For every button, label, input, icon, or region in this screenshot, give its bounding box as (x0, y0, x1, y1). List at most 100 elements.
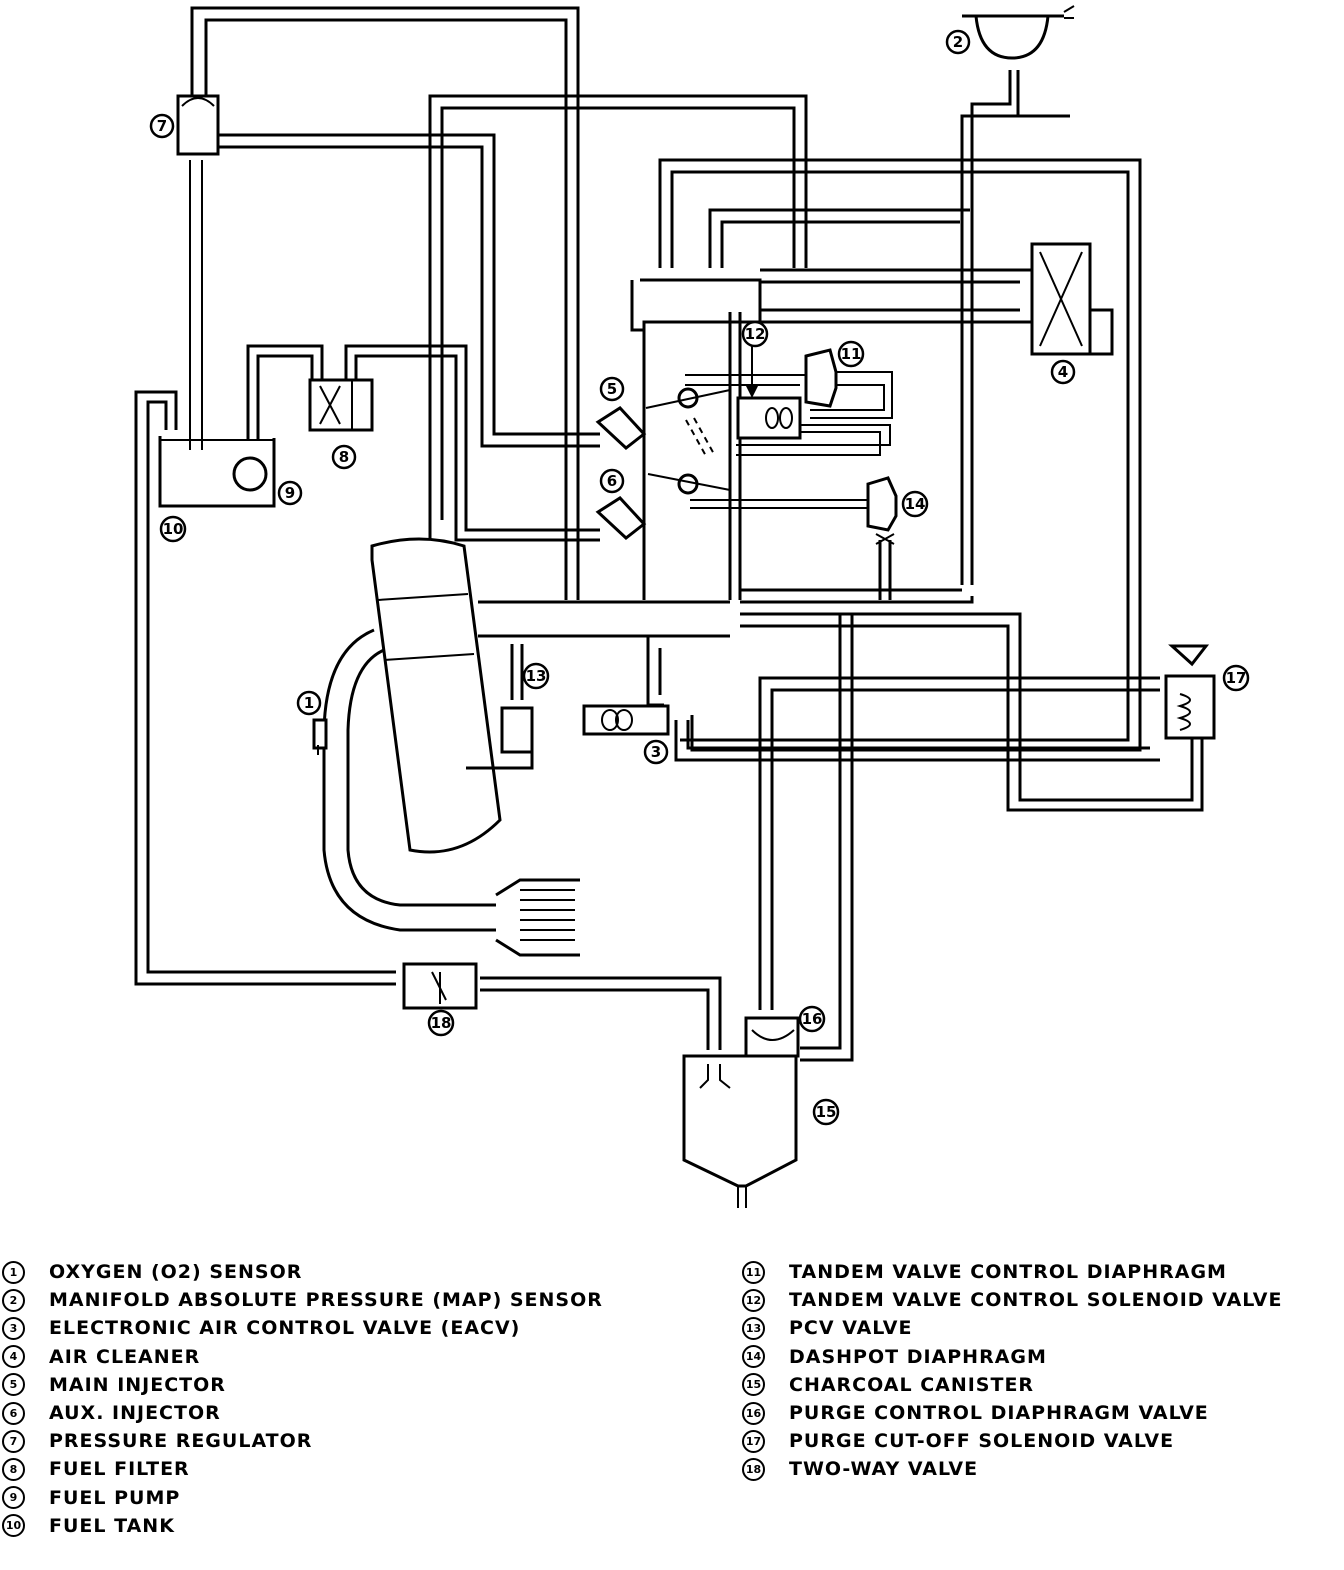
callout-label: 12 (745, 325, 766, 343)
legend-number: 13 (742, 1316, 765, 1340)
fuel-filter (308, 378, 374, 432)
legend-item: 14 DASHPOT DIAPHRAGM (742, 1343, 1342, 1371)
legend-label: FUEL PUMP (49, 1486, 181, 1509)
legend-number: 10 (2, 1514, 25, 1538)
legend-number: 18 (742, 1457, 765, 1481)
legend-item: 4 AIR CLEANER (2, 1343, 682, 1371)
callout-label: 18 (431, 1014, 452, 1032)
legend-number: 2 (2, 1288, 25, 1312)
legend-item: 12 TANDEM VALVE CONTROL SOLENOID VALVE (742, 1286, 1342, 1314)
callout-label: 17 (1226, 669, 1247, 687)
legend-item: 9 FUEL PUMP (2, 1484, 682, 1512)
callout-12: 12 (741, 320, 769, 348)
callout-1: 1 (296, 690, 322, 716)
callout-label: 2 (953, 33, 963, 51)
callout-label: 11 (841, 345, 862, 363)
legend-number: 1 (2, 1260, 25, 1284)
legend-item: 3 ELECTRONIC AIR CONTROL VALVE (EACV) (2, 1314, 682, 1342)
legend-label: FUEL TANK (49, 1514, 175, 1537)
purge-cutoff-solenoid (1164, 644, 1216, 740)
callout-3: 3 (643, 739, 669, 765)
callout-label: 6 (607, 472, 617, 490)
callout-label: 9 (285, 484, 295, 502)
callout-label: 14 (905, 495, 926, 513)
callout-label: 13 (526, 667, 547, 685)
legend-number: 5 (2, 1373, 25, 1397)
legend-number: 6 (2, 1401, 25, 1425)
callout-16: 16 (798, 1005, 826, 1033)
callout-17: 17 (1222, 664, 1250, 692)
legend-label: MAIN INJECTOR (49, 1373, 226, 1396)
air-cleaner (1030, 242, 1114, 356)
pcv-valve (466, 706, 534, 770)
callout-5: 5 (599, 376, 625, 402)
legend-item: 5 MAIN INJECTOR (2, 1371, 682, 1399)
callout-8: 8 (331, 444, 357, 470)
legend-label: PURGE CONTROL DIAPHRAGM VALVE (789, 1402, 1209, 1425)
tandem-valve-solenoid (736, 346, 802, 440)
pressure-regulator (176, 94, 220, 156)
callout-label: 1 (304, 694, 314, 712)
legend-item: 6 AUX. INJECTOR (2, 1399, 682, 1427)
legend-item: 10 FUEL TANK (2, 1512, 682, 1540)
legend-label: ELECTRONIC AIR CONTROL VALVE (EACV) (49, 1317, 521, 1340)
legend-left: 1 OXYGEN (O2) SENSOR 2 MANIFOLD ABSOLUTE P… (2, 1258, 682, 1540)
legend-number: 12 (742, 1288, 765, 1312)
hose-lines (134, 6, 1204, 1062)
legend-item: 13 PCV VALVE (742, 1314, 1342, 1342)
legend-label: FUEL FILTER (49, 1458, 190, 1481)
legend-item: 18 TWO-WAY VALVE (742, 1455, 1342, 1483)
purge-control-valve (744, 1016, 800, 1058)
legend-label: PCV VALVE (789, 1317, 913, 1340)
legend-number: 16 (742, 1401, 765, 1425)
legend-number: 9 (2, 1486, 25, 1510)
fuel-tank (158, 436, 276, 508)
callout-label: 5 (607, 380, 617, 398)
eacv (582, 704, 670, 736)
throttle-plates (645, 387, 731, 495)
legend-label: AUX. INJECTOR (49, 1402, 221, 1425)
callout-18: 18 (427, 1009, 455, 1037)
callout-9: 9 (277, 480, 303, 506)
charcoal-canister (682, 1054, 798, 1208)
callout-13: 13 (522, 662, 550, 690)
legend-label: DASHPOT DIAPHRAGM (789, 1345, 1047, 1368)
callout-11: 11 (837, 340, 865, 368)
legend-label: OXYGEN (O2) SENSOR (49, 1261, 303, 1284)
legend-number: 4 (2, 1345, 25, 1369)
legend-number: 3 (2, 1316, 25, 1340)
engine-block (312, 537, 580, 957)
legend-label: CHARCOAL CANISTER (789, 1373, 1035, 1396)
callout-15: 15 (812, 1098, 840, 1126)
callout-label: 7 (157, 117, 167, 135)
legend-number: 14 (742, 1345, 765, 1369)
dashpot-diaphragm (866, 476, 898, 545)
legend-label: TANDEM VALVE CONTROL SOLENOID VALVE (789, 1289, 1283, 1312)
legend-item: 2 MANIFOLD ABSOLUTE PRESSURE (MAP) SENSOR (2, 1286, 682, 1314)
legend-label: AIR CLEANER (49, 1345, 201, 1368)
callout-7: 7 (149, 113, 175, 139)
legend-item: 1 OXYGEN (O2) SENSOR (2, 1258, 682, 1286)
legend-number: 17 (742, 1429, 765, 1453)
engine-vacuum-diagram: 1 2 3 4 5 6 7 8 9 10 11 12 13 14 15 16 1… (134, 5, 1250, 1208)
legend-label: MANIFOLD ABSOLUTE PRESSURE (MAP) SENSOR (49, 1289, 603, 1312)
callout-4: 4 (1050, 359, 1076, 385)
callout-label: 10 (163, 520, 184, 538)
legend-item: 16 PURGE CONTROL DIAPHRAGM VALVE (742, 1399, 1342, 1427)
main-injector (595, 406, 647, 450)
callout-6: 6 (599, 468, 625, 494)
map-sensor (962, 5, 1075, 60)
callout-label: 16 (802, 1010, 823, 1028)
tandem-diaphragm (804, 348, 838, 408)
callout-label: 4 (1058, 363, 1068, 381)
two-way-valve (402, 962, 478, 1010)
aux-injector (595, 496, 647, 540)
callout-10: 10 (159, 515, 187, 543)
callout-label: 8 (339, 448, 349, 466)
legend-label: TWO-WAY VALVE (789, 1458, 979, 1481)
